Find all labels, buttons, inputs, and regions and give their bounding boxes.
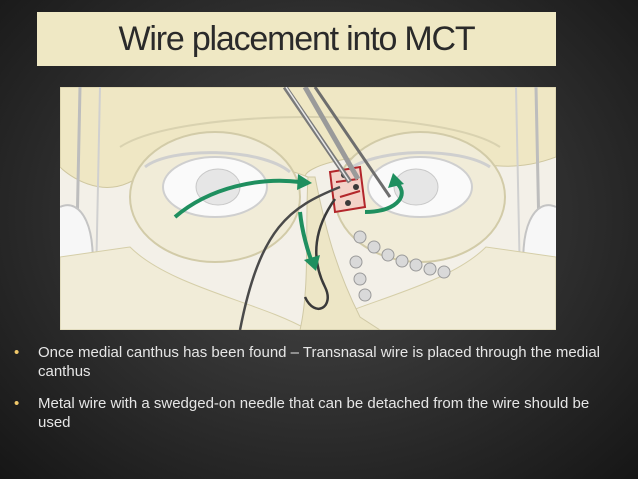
title-band: Wire placement into MCT	[37, 12, 556, 66]
bullet-list: • Once medial canthus has been found – T…	[12, 343, 612, 445]
bullet-text: Metal wire with a swedged-on needle that…	[38, 395, 590, 431]
surgical-illustration	[60, 87, 556, 330]
bullet-item: • Metal wire with a swedged-on needle th…	[12, 394, 612, 432]
bullet-marker: •	[14, 344, 20, 361]
bullet-item: • Once medial canthus has been found – T…	[12, 343, 612, 381]
bullet-marker: •	[14, 395, 20, 412]
slide-title: Wire placement into MCT	[118, 19, 476, 58]
illustration-svg	[60, 87, 556, 330]
bullet-text: Once medial canthus has been found – Tra…	[38, 344, 601, 380]
